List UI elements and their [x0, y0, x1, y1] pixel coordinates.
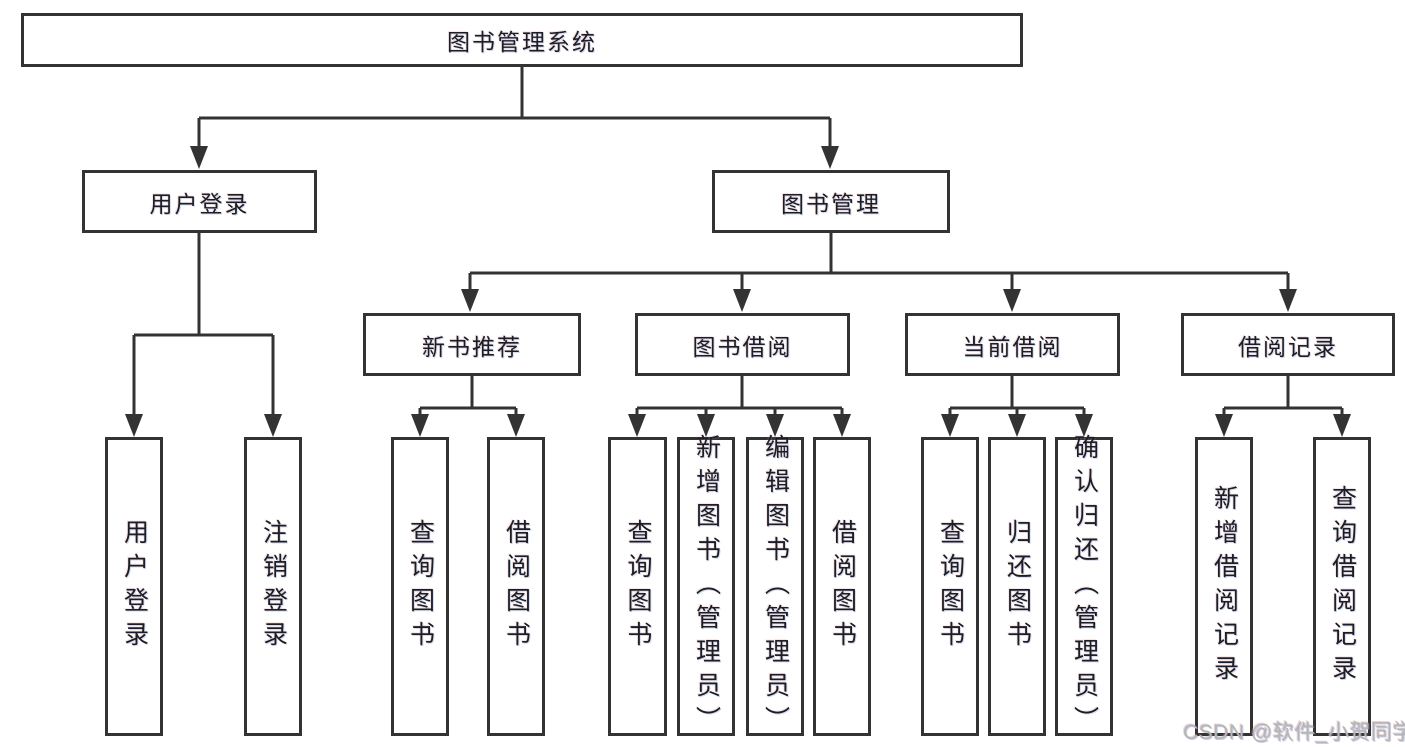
node-book-management: 图书管理: [712, 170, 950, 233]
leaf-current-query-label: 查询图书: [936, 518, 965, 655]
arrow-down-icon: [697, 414, 715, 437]
leaf-user-login: 用户登录: [105, 437, 163, 736]
arrow-down-icon: [190, 146, 208, 169]
leaf-current-confirm-return: 确认归还（管理员）: [1055, 434, 1113, 740]
arrow-down-icon: [766, 414, 784, 437]
leaf-records-add: 新增借阅记录: [1195, 437, 1253, 736]
leaf-borrow-query-label: 查询图书: [624, 518, 652, 655]
leaf-newbook-query-label: 查询图书: [406, 518, 435, 655]
arrow-down-icon: [1215, 414, 1233, 437]
node-book-borrow: 图书借阅: [635, 313, 850, 376]
arrowheads: [125, 146, 1351, 437]
node-borrow-records-label: 借阅记录: [1238, 333, 1338, 360]
leaf-borrow-edit: 编辑图书（管理员）: [746, 434, 804, 740]
leaf-current-return: 归还图书: [988, 437, 1046, 736]
arrow-down-icon: [1279, 289, 1297, 312]
arrow-down-icon: [821, 146, 839, 169]
leaf-borrow-borrow: 借阅图书: [813, 437, 871, 736]
leaf-borrow-edit-label: 编辑图书（管理员）: [761, 433, 790, 740]
node-current-borrow: 当前借阅: [905, 313, 1120, 376]
leaf-current-query: 查询图书: [921, 437, 979, 736]
node-current-borrow-label: 当前借阅: [962, 333, 1063, 360]
connector-segments: [132, 67, 1344, 414]
leaf-current-return-label: 归还图书: [1003, 518, 1032, 655]
node-root: 图书管理系统: [21, 13, 1023, 67]
node-user-login: 用户登录: [82, 170, 317, 233]
arrow-down-icon: [833, 414, 851, 437]
arrow-down-icon: [1075, 414, 1093, 437]
leaf-current-confirm-return-label: 确认归还（管理员）: [1070, 433, 1099, 740]
leaf-logout-label: 注销登录: [259, 518, 288, 655]
leaf-borrow-add-label: 新增图书（管理员）: [692, 433, 721, 740]
leaf-borrow-borrow-label: 借阅图书: [828, 518, 857, 655]
leaf-newbook-borrow-label: 借阅图书: [502, 518, 531, 655]
leaf-records-query: 查询借阅记录: [1313, 437, 1371, 736]
arrow-down-icon: [507, 414, 525, 437]
leaf-newbook-query: 查询图书: [391, 437, 449, 736]
arrow-down-icon: [264, 414, 282, 437]
arrow-down-icon: [733, 289, 751, 312]
node-book-management-label: 图书管理: [781, 190, 881, 217]
csdn-watermark: CSDN @软件_小贺同学: [1183, 721, 1405, 744]
arrow-down-icon: [125, 414, 143, 437]
node-book-borrow-label: 图书借阅: [692, 333, 793, 360]
arrow-down-icon: [411, 414, 429, 437]
arrow-down-icon: [1333, 414, 1351, 437]
node-new-book-recommend-label: 新书推荐: [422, 333, 522, 360]
leaf-borrow-query: 查询图书: [608, 437, 667, 736]
node-root-label: 图书管理系统: [447, 29, 597, 55]
leaf-newbook-borrow: 借阅图书: [487, 437, 545, 736]
arrow-down-icon: [941, 414, 959, 437]
arrow-down-icon: [1008, 414, 1026, 437]
leaf-borrow-add: 新增图书（管理员）: [677, 434, 735, 740]
arrow-down-icon: [1003, 289, 1021, 312]
leaf-user-login-label: 用户登录: [120, 518, 149, 655]
node-user-login-label: 用户登录: [149, 190, 250, 217]
leaf-records-add-label: 新增借阅记录: [1210, 484, 1239, 689]
node-borrow-records: 借阅记录: [1181, 313, 1395, 376]
arrow-down-icon: [628, 414, 646, 437]
node-new-book-recommend: 新书推荐: [363, 313, 581, 376]
arrow-down-icon: [461, 289, 479, 312]
leaf-logout: 注销登录: [244, 437, 302, 736]
leaf-records-query-label: 查询借阅记录: [1328, 484, 1357, 689]
